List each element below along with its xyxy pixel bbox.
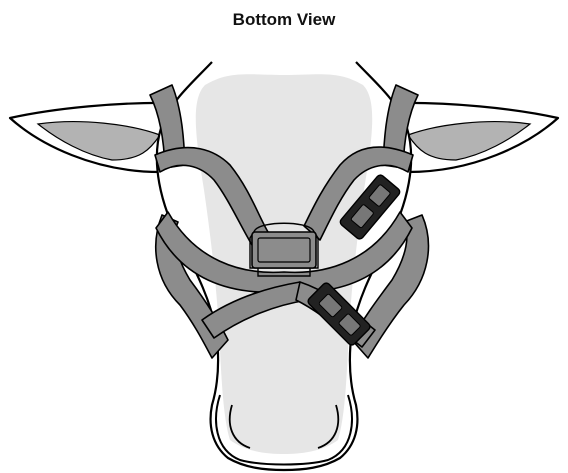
- ring-plate-inner: [258, 238, 310, 262]
- right-ear: [388, 103, 558, 172]
- left-ear: [10, 103, 180, 172]
